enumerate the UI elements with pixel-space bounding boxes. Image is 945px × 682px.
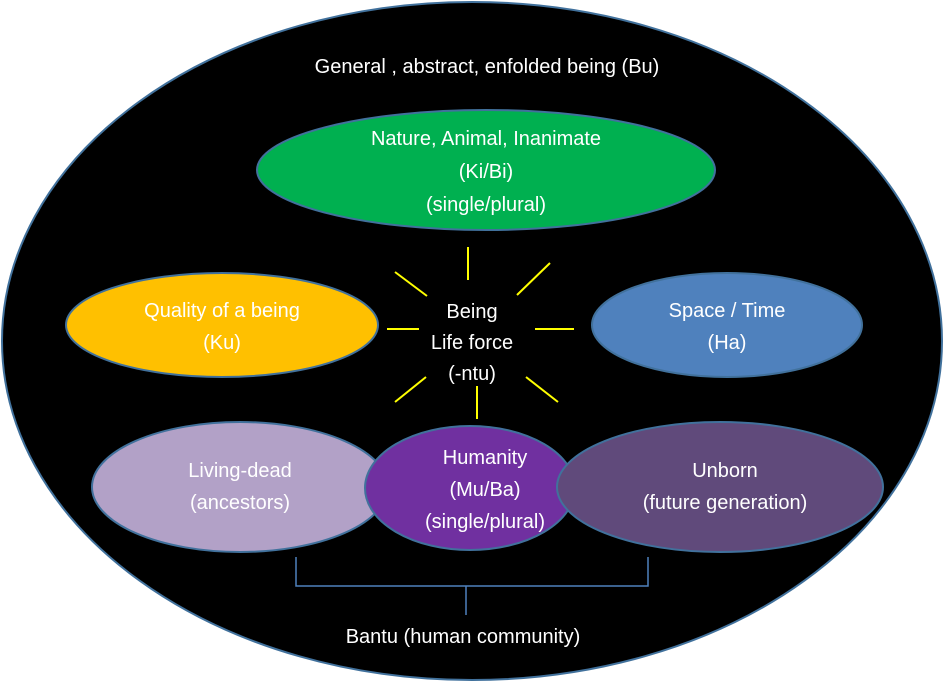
center-line-3: (-ntu): [448, 363, 496, 385]
center-line-2: Life force: [431, 332, 513, 354]
living-dead-line-1: Living-dead: [188, 460, 291, 482]
ray-bottom-left: [394, 376, 427, 403]
quality-node: Quality of a being (Ku): [65, 272, 379, 378]
space-time-line-2: (Ha): [708, 332, 747, 354]
humanity-line-1: Humanity: [443, 447, 527, 469]
space-time-ellipse: [591, 272, 863, 378]
outer-label: General , abstract, enfolded being (Bu): [315, 56, 660, 78]
life-force-rays: [387, 247, 574, 419]
nature-line-3: (single/plural): [426, 194, 546, 216]
community-label: Bantu (human community): [346, 626, 581, 648]
unborn-line-2: (future generation): [643, 492, 808, 514]
living-dead-node: Living-dead (ancestors): [91, 421, 389, 553]
space-time-line-1: Space / Time: [669, 300, 786, 322]
humanity-line-2: (Mu/Ba): [449, 479, 520, 501]
quality-ellipse: [65, 272, 379, 378]
nature-line-2: (Ki/Bi): [459, 161, 513, 183]
unborn-line-1: Unborn: [692, 460, 758, 482]
bracket-line: [295, 557, 649, 587]
nature-ellipse: [256, 109, 716, 231]
humanity-node: Humanity (Mu/Ba) (single/plural): [364, 425, 576, 551]
humanity-line-3: (single/plural): [425, 511, 545, 533]
community-bracket: [295, 557, 649, 615]
nature-node: Nature, Animal, Inanimate (Ki/Bi) (singl…: [256, 109, 716, 231]
living-dead-line-2: (ancestors): [190, 492, 290, 514]
ray-top-left: [394, 271, 428, 297]
living-dead-ellipse: [91, 421, 389, 553]
unborn-ellipse: [556, 421, 884, 553]
nature-line-1: Nature, Animal, Inanimate: [371, 128, 601, 150]
center-line-1: Being: [446, 301, 497, 323]
ray-bottom-right: [525, 376, 559, 403]
space-time-node: Space / Time (Ha): [591, 272, 863, 378]
quality-line-1: Quality of a being: [144, 300, 300, 322]
ray-top-right: [516, 262, 551, 296]
quality-line-2: (Ku): [203, 332, 241, 354]
unborn-node: Unborn (future generation): [556, 421, 884, 553]
